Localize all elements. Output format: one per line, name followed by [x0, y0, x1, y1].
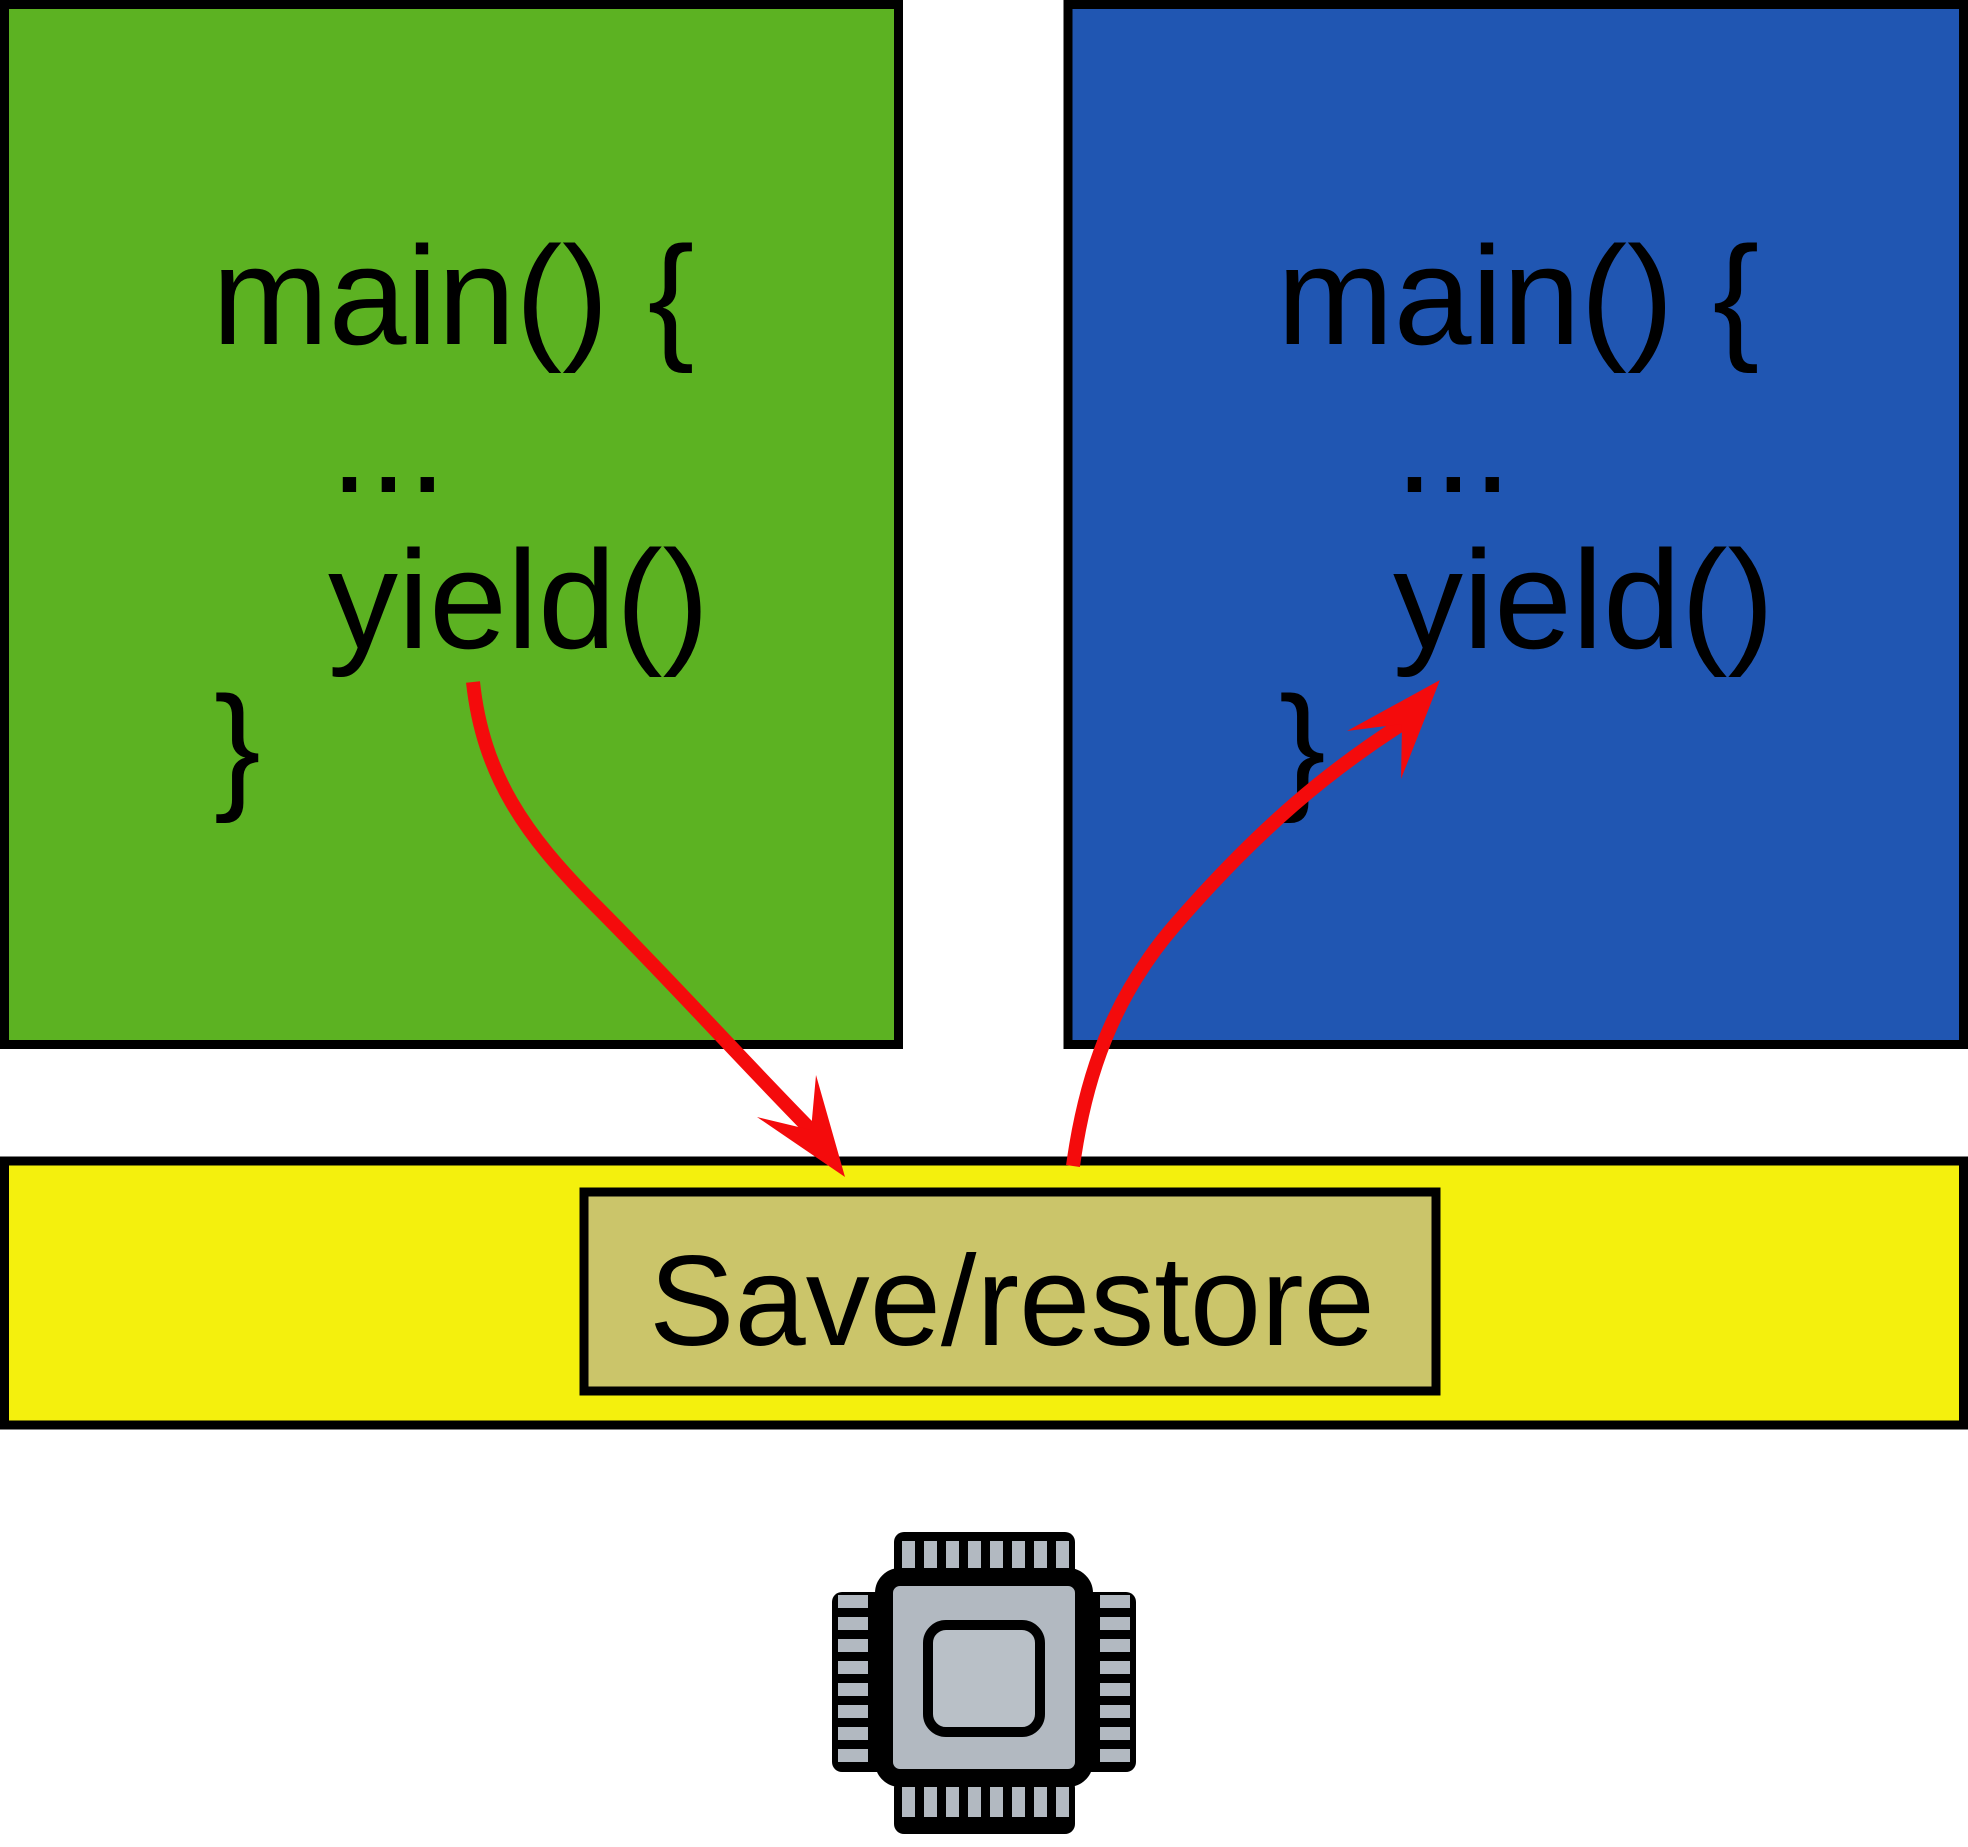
cpu-pin: [990, 1541, 1003, 1571]
cpu-pin: [838, 1617, 868, 1630]
cpu-pin: [924, 1541, 937, 1571]
green-thread-box: [0, 0, 903, 1049]
arrow-blue-shaft: [1066, 718, 1406, 1167]
cpu-pin: [1012, 1541, 1025, 1571]
cpu-chip-die: [923, 1620, 1045, 1737]
save-restore-box: [579, 1187, 1441, 1396]
cpu-pin: [1100, 1661, 1130, 1674]
cpu-pin: [838, 1595, 868, 1608]
arrow-green-shaft: [466, 681, 816, 1135]
green-thread-code: main() { ... yield() }: [212, 217, 709, 824]
cpu-pin: [1012, 1787, 1025, 1817]
cpu-pin: [838, 1705, 868, 1718]
cpu-pin: [1100, 1727, 1130, 1740]
blue-thread-code: main() { ... yield() }: [1277, 217, 1774, 824]
cpu-pin: [838, 1683, 868, 1696]
green-code-line-brace: }: [214, 667, 261, 824]
cpu-pin: [1100, 1683, 1130, 1696]
cpu-pin: [1056, 1787, 1069, 1817]
cpu-pin: [1100, 1749, 1130, 1762]
arrow-green-yield-to-kernel: [466, 681, 845, 1177]
cpu-pin: [838, 1661, 868, 1674]
cpu-pin: [990, 1787, 1003, 1817]
cpu-pin: [1100, 1595, 1130, 1608]
cpu-pin: [838, 1749, 868, 1762]
cpu-pin: [838, 1727, 868, 1740]
cpu-pin-band-bottom: [894, 1778, 1075, 1834]
green-code-line-yield: yield(): [328, 521, 709, 678]
blue-code-line-dots: ...: [1395, 365, 1512, 522]
save-restore-label: Save/restore: [649, 1230, 1375, 1373]
cpu-pin: [1100, 1617, 1130, 1630]
cpu-pin: [968, 1787, 981, 1817]
cpu-pin: [902, 1541, 915, 1571]
green-code-line-dots: ...: [330, 365, 447, 522]
cpu-pin: [902, 1787, 915, 1817]
cpu-pin: [924, 1787, 937, 1817]
cpu-chip-pins: [838, 1541, 1130, 1817]
cpu-pin: [1056, 1541, 1069, 1571]
cpu-pin: [838, 1639, 868, 1652]
cpu-pin: [946, 1541, 959, 1571]
cpu-pin: [946, 1787, 959, 1817]
cpu-pin: [1034, 1787, 1047, 1817]
cpu-chip-icon: [832, 1532, 1136, 1834]
arrow-kernel-to-blue-yield: [1066, 680, 1440, 1167]
arrow-green-head-icon: [757, 1075, 845, 1177]
blue-code-line-yield: yield(): [1393, 521, 1774, 678]
cpu-pin: [1034, 1541, 1047, 1571]
cpu-pin: [1100, 1705, 1130, 1718]
arrow-blue-head-icon: [1347, 680, 1440, 779]
cpu-pin: [1100, 1639, 1130, 1652]
blue-code-line-main: main() {: [1277, 217, 1759, 374]
cpu-pin: [968, 1541, 981, 1571]
green-code-line-main: main() {: [212, 217, 694, 374]
